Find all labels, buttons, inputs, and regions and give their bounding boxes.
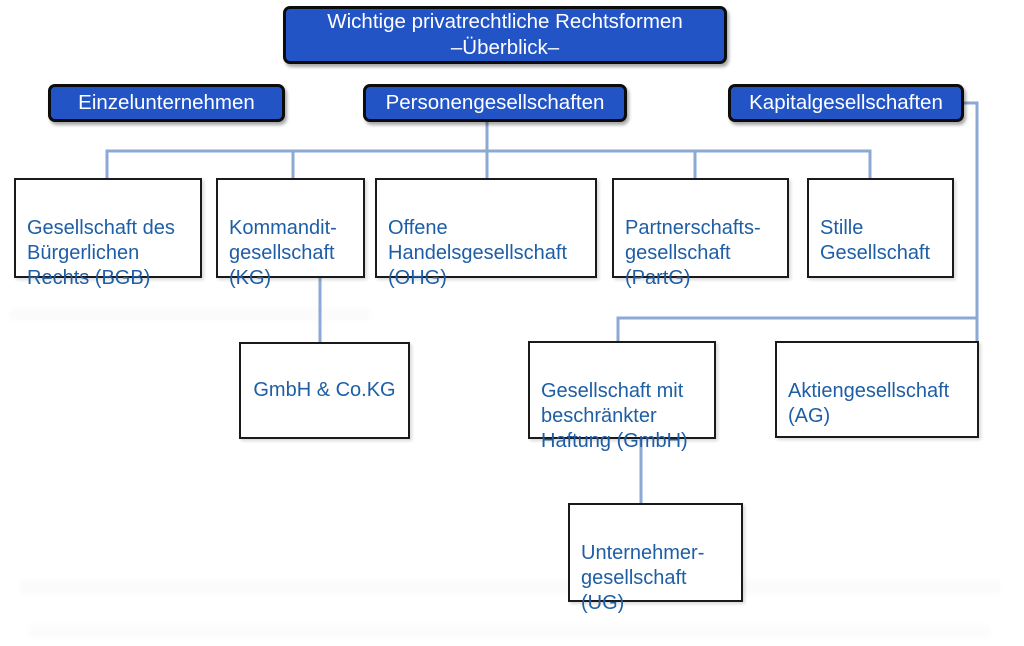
node-kg-label: Kommandit- gesellschaft (KG) [229,217,337,289]
node-ug-label: Unternehmer- gesellschaft (UG) [581,542,705,614]
node-gbr-label: Gesellschaft des Bürgerlichen Rechts (BG… [27,217,175,289]
node-ohg-label: Offene Handelsgesellschaft (OHG) [388,217,567,289]
category-kapitalgesellschaften: Kapitalgesellschaften [728,84,964,122]
node-stille-label: Stille Gesellschaft [820,217,931,264]
connector-kapital-gmbh [616,316,977,341]
category-kapitalgesellschaften-label: Kapitalgesellschaften [749,91,943,115]
node-partg-label: Partnerschafts- gesellschaft (PartG) [625,217,761,289]
background-artifact [30,625,990,637]
node-ug: Unternehmer- gesellschaft (UG) [568,503,743,614]
node-stille: Stille Gesellschaft [807,178,954,278]
node-gmbh: Gesellschaft mit beschränkter Haftung (G… [528,341,716,452]
node-gmbh-co-kg-label: GmbH & Co.KG [253,379,396,401]
category-einzelunternehmen-label: Einzelunternehmen [78,91,255,115]
node-gmbh-label: Gesellschaft mit beschränkter Haftung (G… [541,380,688,452]
node-kg: Kommandit- gesellschaft (KG) [216,178,365,289]
category-einzelunternehmen: Einzelunternehmen [48,84,285,122]
category-personengesellschaften: Personengesellschaften [363,84,627,122]
background-artifact [10,308,370,320]
node-gbr: Gesellschaft des Bürgerlichen Rechts (BG… [14,178,202,289]
node-ohg: Offene Handelsgesellschaft (OHG) [375,178,597,289]
node-partg: Partnerschafts- gesellschaft (PartG) [612,178,789,289]
category-personengesellschaften-label: Personengesellschaften [385,91,605,115]
node-gmbh-co-kg: GmbH & Co.KG [239,342,410,439]
node-ag-label: Aktiengesellschaft (AG) [788,380,950,427]
title-node: Wichtige privatrechtliche Rechtsformen –… [283,6,727,64]
connector-personen-bar [105,149,872,178]
title-label: Wichtige privatrechtliche Rechtsformen –… [327,10,683,59]
connector-kapital-ag [964,101,979,341]
node-ag: Aktiengesellschaft (AG) [775,341,979,438]
background-artifact [20,580,1000,594]
